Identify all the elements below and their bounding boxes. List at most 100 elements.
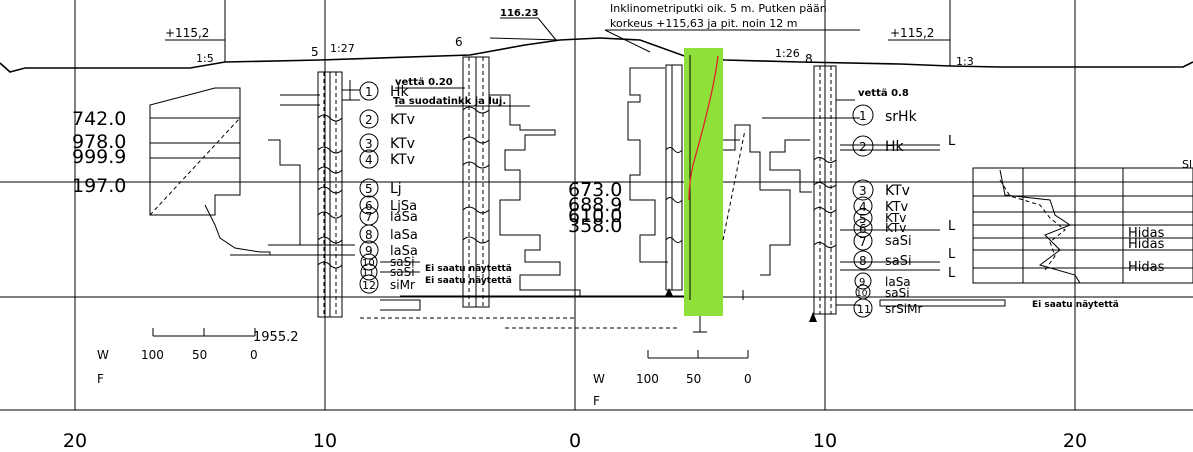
layer-number: 4 — [365, 153, 373, 167]
layer-number: 8 — [365, 228, 373, 242]
scale-tick: 50 — [686, 372, 701, 386]
scale-tick: 50 — [192, 348, 207, 362]
elevation-right: +115,2 — [890, 26, 934, 40]
layer-code: LjSa — [390, 199, 417, 214]
scale-f-label: F — [97, 372, 104, 386]
center-value: 358.0 — [568, 215, 622, 237]
borehole-number: 5 — [311, 45, 319, 59]
center-borehole-6 — [360, 56, 720, 329]
left-borehole-column — [317, 71, 530, 318]
no-sample-note: Ei saatu näytettä — [425, 276, 512, 286]
layer-code: KTv — [885, 211, 906, 225]
axis-label: 20 — [1063, 430, 1087, 452]
layer-number: 10 — [362, 258, 375, 269]
layer-code: saSi — [885, 286, 910, 300]
layer-code: KTv — [390, 136, 415, 152]
left-value: 978.0 — [72, 131, 126, 153]
scale-tick: 0 — [250, 348, 258, 362]
scale-w-label: W — [97, 348, 109, 362]
layer-code: KTv — [390, 112, 415, 128]
layer-number: 9 — [365, 244, 373, 258]
layer-code: saSi — [885, 234, 912, 249]
layer-number: 6 — [859, 222, 867, 236]
right-sounding-graph — [972, 167, 1193, 284]
layer-code: Lj — [390, 181, 402, 197]
scale-tick: 100 — [636, 372, 659, 386]
left-value: 999.9 — [72, 146, 126, 168]
layer-number: 11 — [857, 303, 871, 316]
hidas-label: Hidas — [1128, 237, 1165, 252]
layer-code: KTv — [390, 152, 415, 168]
left-scale — [152, 328, 256, 337]
layer-code: laSa — [390, 244, 418, 259]
layer-number: 6 — [365, 199, 373, 213]
left-scale-value: 1955.2 — [253, 330, 299, 345]
layer-number: 10 — [856, 289, 868, 299]
layer-number: 9 — [859, 277, 865, 288]
inclinometer-highlight — [684, 48, 791, 333]
layer-code: siMr — [390, 278, 415, 292]
layer-code: KTv — [885, 221, 906, 235]
layer-code: srSiMr — [885, 302, 922, 316]
layer-number: 4 — [859, 200, 867, 214]
layer-number: 1 — [365, 85, 373, 99]
water-level-left: vettä 0.20 — [395, 77, 453, 88]
layer-code: KTv — [885, 183, 910, 199]
layer-code: KTv — [885, 200, 908, 215]
layer-code: srHk — [885, 109, 918, 125]
ground-surface — [0, 0, 1193, 73]
filter-note: Ta suodatinkk ja luj. — [393, 96, 506, 107]
borehole-number: 6 — [455, 35, 463, 49]
top-note-line2: korkeus +115,63 ja pit. noin 12 m — [610, 17, 797, 30]
elevation-left: +115,2 — [165, 26, 209, 40]
axis-label: 20 — [63, 430, 87, 452]
edge-text: Sl — [1182, 158, 1192, 171]
slope-label: 1:5 — [196, 52, 214, 65]
layer-number: 8 — [859, 254, 867, 268]
layer-code: Hk — [885, 139, 905, 155]
center-value: 688.9 — [568, 194, 622, 216]
center-scale — [647, 350, 749, 359]
borehole-number: 8 — [805, 52, 813, 66]
layer-number: 2 — [365, 113, 373, 127]
l-mark: L — [948, 247, 956, 262]
center-value: 673.0 — [568, 179, 622, 201]
layer-number: 5 — [365, 182, 373, 196]
layer-number: 12 — [362, 279, 376, 292]
scale-tick: 0 — [744, 372, 752, 386]
l-mark: L — [948, 219, 956, 234]
layer-number: 7 — [365, 210, 373, 224]
layer-number: 3 — [365, 137, 373, 151]
inclinometer-curve — [688, 55, 719, 201]
no-sample-note: Ei saatu näytettä — [1032, 300, 1119, 310]
left-value: 197.0 — [72, 175, 126, 197]
center-bar-graph — [627, 64, 683, 296]
layer-number: 11 — [362, 268, 375, 279]
layer-code: laSa — [885, 275, 911, 289]
l-mark: L — [948, 266, 956, 281]
layer-number: 2 — [859, 140, 867, 154]
scale-f-label: F — [593, 394, 600, 408]
axis-label: 10 — [813, 430, 837, 452]
axis-label: 0 — [569, 430, 581, 452]
center-value: 610.0 — [568, 205, 622, 227]
layer-number: 1 — [859, 109, 867, 123]
left-value: 742.0 — [72, 108, 126, 130]
layer-code: Hk — [390, 84, 410, 100]
l-mark: L — [948, 134, 956, 149]
scale-w-label: W — [593, 372, 605, 386]
water-level-right: vettä 0.8 — [858, 88, 909, 99]
layer-code: laSa — [390, 228, 418, 243]
scale-tick: 100 — [141, 348, 164, 362]
right-borehole-8 — [762, 65, 1006, 322]
slope-label: 1:27 — [330, 42, 355, 55]
hidas-label: Hidas — [1128, 226, 1165, 241]
layer-code: saSi — [885, 254, 912, 269]
top-note-line1: Inklinometriputki oik. 5 m. Putken pään — [610, 2, 827, 15]
axis-label: 10 — [313, 430, 337, 452]
no-sample-note: Ei saatu näytettä — [425, 264, 512, 274]
